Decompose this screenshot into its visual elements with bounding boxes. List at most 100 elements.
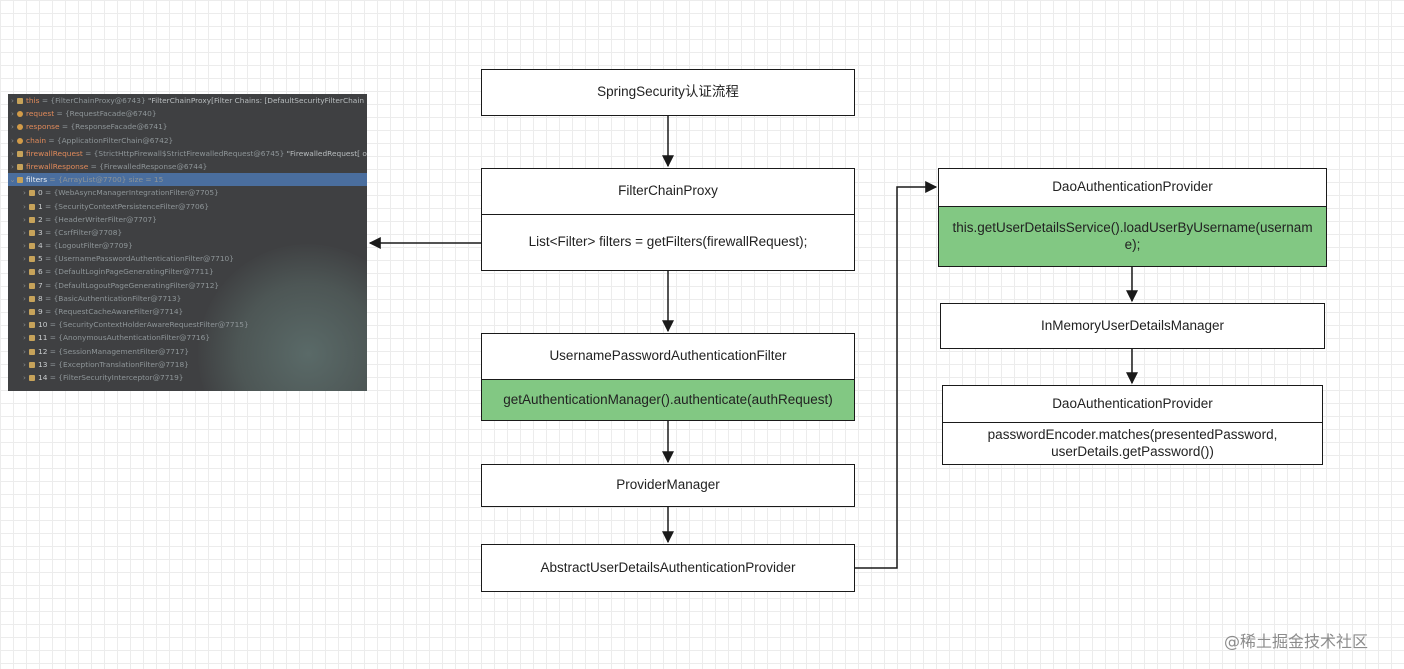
filterchainproxy-code: List<Filter> filters = getFilters(firewa… bbox=[482, 214, 854, 270]
debug-variable-name: firewallResponse bbox=[26, 161, 89, 171]
debug-filter-index: 10 bbox=[38, 320, 48, 330]
debug-variable-name: firewallRequest bbox=[26, 148, 83, 158]
debug-variable-name: response bbox=[26, 122, 60, 132]
debug-filter-row[interactable]: › 5 = {UsernamePasswordAuthenticationFilt… bbox=[8, 252, 367, 265]
chevron-right-icon: › bbox=[23, 320, 26, 330]
list-element-icon bbox=[29, 322, 35, 329]
list-element-icon bbox=[29, 256, 35, 263]
watermark: @稀土掘金技术社区 bbox=[1224, 632, 1369, 651]
chevron-right-icon: › bbox=[23, 214, 26, 224]
diagram-title: SpringSecurity认证流程 bbox=[597, 84, 739, 100]
debug-filter-row[interactable]: ›4 = {LogoutFilter@7709} bbox=[8, 239, 367, 252]
debug-variable-row[interactable]: › firewallResponse = {FirewalledResponse@… bbox=[8, 160, 367, 173]
debug-variable-name: request bbox=[26, 109, 55, 119]
daoprovider2-title: DaoAuthenticationProvider bbox=[1052, 395, 1213, 411]
debug-filter-index: 9 bbox=[38, 307, 43, 316]
debug-variable-name: chain bbox=[26, 135, 47, 145]
debug-filter-index: 7 bbox=[38, 280, 43, 290]
debug-filter-value: = {WebAsyncManagerIntegrationFilter@7705… bbox=[42, 188, 219, 198]
providermanager-box: ProviderManager bbox=[481, 464, 855, 507]
debug-filter-index: 1 bbox=[38, 201, 43, 211]
variable-field-icon bbox=[17, 150, 23, 157]
debug-variable-value: = {FilterChainProxy@6743} bbox=[39, 96, 149, 105]
chevron-down-icon: ⌄ bbox=[9, 175, 16, 185]
debug-variable-row[interactable]: ›this = {FilterChainProxy@6743} "FilterC… bbox=[8, 94, 367, 107]
debug-filter-value: = {HeaderWriterFilter@7707} bbox=[42, 214, 157, 224]
debug-filter-row[interactable]: ›3 = {CsrfFilter@7708} bbox=[8, 226, 367, 239]
debug-variable-name: filters bbox=[26, 175, 48, 185]
list-element-icon bbox=[29, 295, 35, 302]
debug-filter-row[interactable]: ›1 = {SecurityContextPersistenceFilter@7… bbox=[8, 200, 367, 213]
debug-filter-row[interactable]: ›12 = {SessionManagementFilter@7717} bbox=[8, 345, 367, 358]
variable-field-icon bbox=[17, 124, 23, 131]
list-element-icon bbox=[29, 229, 35, 236]
debug-filter-row[interactable]: ›13 = {ExceptionTranslationFilter@7718} bbox=[8, 358, 367, 371]
debug-filter-value: = {SecurityContextHolderAwareRequestFilt… bbox=[47, 320, 249, 330]
debug-filter-row[interactable]: › 2 = {HeaderWriterFilter@7707} bbox=[8, 213, 367, 226]
debug-variable-value: = {FirewalledResponse@6744} bbox=[88, 161, 208, 171]
debug-filter-value: = {DefaultLogoutPageGeneratingFilter@771… bbox=[42, 280, 220, 290]
list-element-icon bbox=[29, 282, 35, 289]
debug-filter-index: 5 bbox=[38, 254, 43, 264]
chevron-right-icon: › bbox=[23, 280, 26, 290]
debug-filter-row[interactable]: ›11 = {AnonymousAuthenticationFilter@771… bbox=[8, 331, 367, 344]
debug-variable-string: "FilterChainProxy[Filter Chains: [Defaul… bbox=[148, 96, 367, 105]
list-element-icon bbox=[29, 374, 35, 381]
debug-variable-row[interactable]: › request = {RequestFacade@6740} bbox=[8, 107, 367, 120]
debug-filter-value: = {UsernamePasswordAuthenticationFilter@… bbox=[42, 254, 234, 264]
list-element-icon bbox=[29, 203, 35, 210]
debug-filter-index: 8 bbox=[38, 293, 43, 303]
debug-filter-row[interactable]: ›9 = {RequestCacheAwareFilter@7714} bbox=[8, 305, 367, 318]
list-element-icon bbox=[29, 243, 35, 250]
debug-variable-value: = {RequestFacade@6740} bbox=[54, 109, 157, 119]
title-box: SpringSecurity认证流程 bbox=[481, 69, 855, 116]
filterchainproxy-box: FilterChainProxy List<Filter> filters = … bbox=[481, 168, 855, 271]
debug-filter-index: 3 bbox=[38, 227, 43, 237]
debug-filter-value: = {BasicAuthenticationFilter@7713} bbox=[42, 293, 182, 303]
debug-filter-index: 0 bbox=[38, 188, 43, 198]
debug-variable-row[interactable]: ›firewallRequest = {StrictHttpFirewall$S… bbox=[8, 147, 367, 160]
daoprovider-title: DaoAuthenticationProvider bbox=[1052, 179, 1213, 195]
daoprovider2-box: DaoAuthenticationProvider passwordEncode… bbox=[942, 385, 1323, 465]
chevron-right-icon: › bbox=[23, 227, 26, 237]
list-element-icon bbox=[29, 335, 35, 342]
chevron-right-icon: › bbox=[23, 241, 26, 251]
chevron-right-icon: › bbox=[23, 333, 26, 343]
daoprovider2-code-line2: userDetails.getPassword()) bbox=[1051, 443, 1214, 459]
debug-filter-row[interactable]: › 10 = {SecurityContextHolderAwareRequest… bbox=[8, 318, 367, 331]
daoprovider-code: this.getUserDetailsService().loadUserByU… bbox=[939, 206, 1326, 266]
debug-filter-row[interactable]: ›8 = {BasicAuthenticationFilter@7713} bbox=[8, 292, 367, 305]
debug-variable-string: "FirewalledRequest[ org.apache.catalina" bbox=[286, 148, 367, 158]
debug-filter-row[interactable]: › 7 = {DefaultLogoutPageGeneratingFilter@… bbox=[8, 279, 367, 292]
chevron-right-icon: › bbox=[23, 254, 26, 264]
debug-filter-index: 11 bbox=[38, 333, 48, 343]
inmemory-box: InMemoryUserDetailsManager bbox=[940, 303, 1325, 349]
debug-variable-value: = {ArrayList@7700} size = 15 bbox=[47, 175, 164, 185]
debug-variable-row[interactable]: ⌄ filters = {ArrayList@7700} size = 15 bbox=[8, 173, 367, 187]
list-element-icon bbox=[29, 309, 35, 315]
chevron-right-icon: › bbox=[23, 201, 26, 211]
debug-filter-index: 13 bbox=[38, 359, 48, 369]
debug-filter-row[interactable]: ›6 = {DefaultLoginPageGeneratingFilter@7… bbox=[8, 265, 367, 278]
upaf-code: getAuthenticationManager().authenticate(… bbox=[482, 379, 854, 420]
daoprovider-box: DaoAuthenticationProvider this.getUserDe… bbox=[938, 168, 1327, 267]
chevron-right-icon: › bbox=[23, 307, 26, 316]
debug-variable-row[interactable]: ›response = {ResponseFacade@6741} bbox=[8, 120, 367, 133]
arrow-abstractprovider-to-daoprovider bbox=[855, 181, 938, 569]
debug-filter-index: 12 bbox=[38, 346, 48, 356]
chevron-right-icon: › bbox=[11, 161, 14, 171]
debugger-variables-panel: ›this = {FilterChainProxy@6743} "FilterC… bbox=[8, 94, 367, 391]
debug-filter-index: 4 bbox=[38, 241, 43, 251]
debugger-variable-list: ›this = {FilterChainProxy@6743} "FilterC… bbox=[8, 94, 367, 384]
list-element-icon bbox=[29, 190, 35, 197]
list-element-icon bbox=[29, 361, 35, 368]
debug-filter-index: 2 bbox=[38, 214, 43, 224]
debug-variable-row[interactable]: ›chain = {ApplicationFilterChain@6742} bbox=[8, 134, 367, 147]
upaf-box: UsernamePasswordAuthenticationFilter get… bbox=[481, 333, 855, 421]
debug-filter-row[interactable]: ›14 = {FilterSecurityInterceptor@7719} bbox=[8, 371, 367, 384]
debug-variable-value: = {ApplicationFilterChain@6742} bbox=[46, 135, 174, 145]
chevron-right-icon: › bbox=[11, 109, 14, 119]
variable-field-icon bbox=[17, 137, 23, 144]
chevron-right-icon: › bbox=[11, 122, 14, 132]
debug-filter-row[interactable]: ›0 = {WebAsyncManagerIntegrationFilter@7… bbox=[8, 186, 367, 199]
